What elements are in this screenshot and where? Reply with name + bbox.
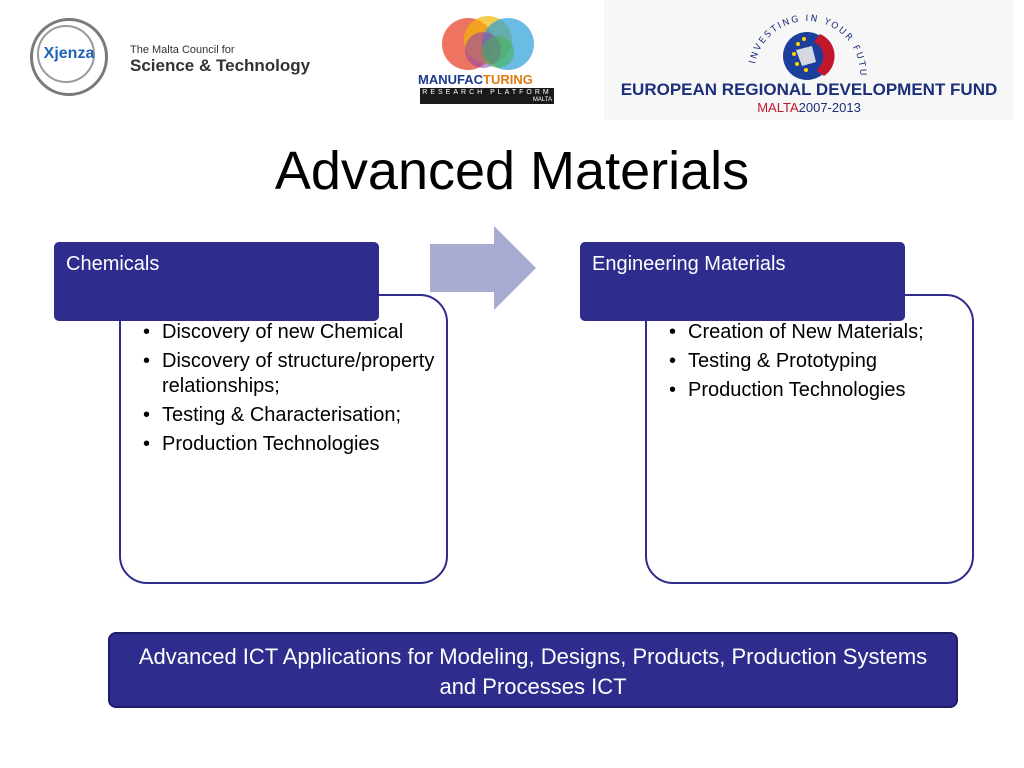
xjenza-logo-word: Xjenza	[43, 45, 95, 62]
ict-applications-banner: Advanced ICT Applications for Modeling, …	[108, 632, 958, 708]
erdf-subtitle: MALTA2007-2013	[604, 100, 1014, 115]
mrp-wordmark-part2: TURING	[483, 72, 533, 87]
xjenza-ring-icon	[30, 18, 108, 96]
council-name-line2: Science & Technology	[130, 56, 311, 75]
erdf-emblem-icon: INVESTING IN YOUR FUTURE	[732, 4, 865, 80]
chemicals-list-item: Discovery of structure/property relation…	[143, 349, 443, 399]
engineering-materials-panel: Creation of New Materials; Testing & Pro…	[645, 294, 974, 584]
erdf-logo: INVESTING IN YOUR FUTURE EUROPEAN REGION…	[604, 0, 1014, 120]
chemicals-panel: Discovery of new Chemical Discovery of s…	[119, 294, 448, 584]
engineering-materials-list: Creation of New Materials; Testing & Pro…	[669, 320, 969, 407]
mrp-rings-icon	[442, 16, 534, 70]
mrp-subtitle: RESEARCH PLATFORM	[422, 89, 552, 96]
engineering-materials-list-item: Creation of New Materials;	[669, 320, 969, 345]
engineering-materials-list-item: Production Technologies	[669, 378, 969, 403]
mrp-country: MALTA	[532, 97, 552, 103]
page-title: Advanced Materials	[274, 141, 750, 201]
engineering-materials-heading: Engineering Materials	[580, 242, 905, 321]
erdf-subtitle-malta: MALTA	[757, 100, 799, 115]
chemicals-list: Discovery of new Chemical Discovery of s…	[143, 320, 443, 461]
council-name-line1: The Malta Council for	[130, 44, 235, 56]
chemicals-heading: Chemicals	[54, 242, 379, 321]
chemicals-list-item: Testing & Characterisation;	[143, 403, 443, 428]
chemicals-list-item: Production Technologies	[143, 432, 443, 457]
erdf-subtitle-years: 2007-2013	[798, 100, 861, 115]
engineering-materials-list-item: Testing & Prototyping	[669, 349, 969, 374]
manufacturing-research-platform-logo: MANUFACTURING RESEARCH PLATFORM MALTA	[418, 14, 556, 106]
xjenza-logo: Xjenza The Malta Council for Science & T…	[30, 18, 330, 98]
mrp-wordmark-part1: MANUFAC	[418, 72, 483, 87]
mrp-wordmark: MANUFACTURING	[418, 72, 556, 87]
mrp-subtitle-bar	[420, 88, 554, 104]
erdf-title: EUROPEAN REGIONAL DEVELOPMENT FUND	[620, 80, 998, 99]
chemicals-list-item: Discovery of new Chemical	[143, 320, 443, 345]
right-arrow-icon	[430, 226, 536, 310]
xjenza-inner-ring-icon	[37, 25, 95, 83]
